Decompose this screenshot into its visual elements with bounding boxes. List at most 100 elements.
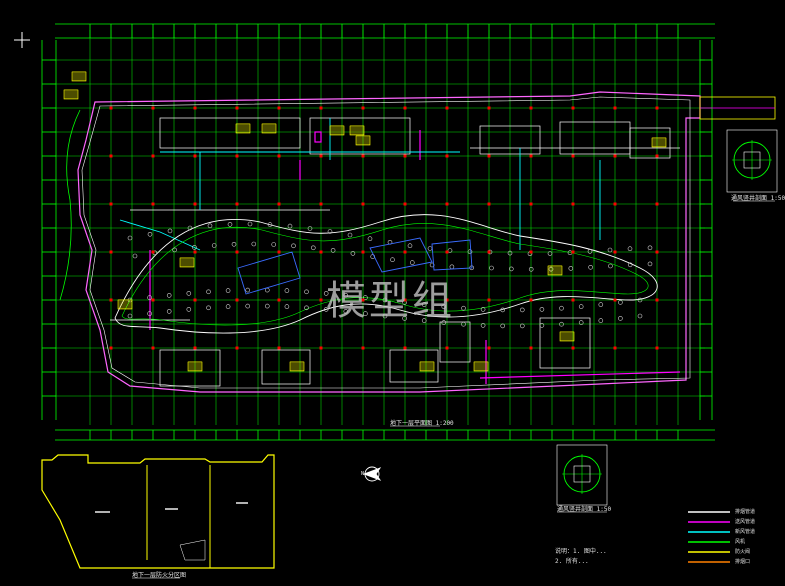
column [235, 346, 239, 350]
spotlight [647, 245, 653, 251]
column [361, 106, 365, 110]
spotlight [166, 309, 172, 314]
spotlight [390, 257, 395, 263]
legend-label: 防火阀 [735, 549, 751, 555]
spotlight [327, 229, 333, 234]
north-label: N [361, 471, 365, 477]
column [529, 154, 533, 158]
spotlight [637, 297, 643, 303]
spotlight [245, 303, 250, 309]
spotlight [227, 222, 233, 227]
spotlight [548, 266, 554, 272]
note-line-2: 2. 所有... [555, 558, 589, 565]
detail-bottom-caption: 通风竖井剖面 1:50 [557, 506, 612, 513]
atrium-outline [114, 214, 658, 334]
column [109, 250, 113, 254]
spotlight [382, 313, 388, 319]
column [277, 346, 281, 350]
stair [349, 125, 365, 136]
column [445, 346, 449, 350]
spotlight [147, 295, 152, 300]
spotlight [225, 288, 231, 293]
spotlight [480, 307, 486, 312]
spotlight [480, 323, 486, 328]
column [277, 154, 281, 158]
spotlight [343, 293, 349, 298]
column [193, 250, 197, 254]
watermark: 模型组 [326, 278, 455, 324]
spotlight [382, 297, 388, 303]
column [445, 106, 449, 110]
spotlight [647, 261, 653, 267]
spotlight [587, 249, 593, 254]
column [571, 346, 575, 350]
axis-grid-vertical [89, 24, 679, 440]
column [319, 298, 323, 302]
stair-frame [261, 123, 277, 134]
column [109, 106, 113, 110]
stair [547, 265, 563, 276]
stair-frame [473, 361, 489, 372]
column [529, 346, 533, 350]
spotlight [127, 313, 133, 319]
spotlight [578, 304, 584, 309]
spotlight [307, 226, 313, 231]
column [571, 298, 575, 302]
spotlight [211, 243, 217, 248]
stair-frame [71, 71, 87, 82]
legend [688, 511, 730, 563]
stair [355, 135, 371, 146]
spotlight [637, 313, 643, 319]
column [571, 202, 575, 206]
spotlight [267, 222, 273, 227]
column [109, 202, 113, 206]
spotlight [402, 316, 407, 321]
stair-frame [117, 299, 133, 310]
column [571, 250, 575, 254]
stair-frame [329, 125, 345, 136]
column [361, 154, 365, 158]
spotlight [507, 250, 513, 256]
column [151, 250, 155, 254]
stair [261, 123, 277, 134]
column [277, 250, 281, 254]
column [529, 298, 533, 302]
spotlight [429, 262, 435, 268]
stair-frame [349, 125, 365, 136]
column [151, 154, 155, 158]
column [571, 106, 575, 110]
spotlight [559, 305, 564, 311]
column [193, 154, 197, 158]
spotlight [323, 307, 329, 312]
stair-frame [559, 331, 575, 342]
column [403, 298, 407, 302]
spotlight [461, 305, 466, 311]
spotlight [578, 320, 584, 325]
spotlight [132, 253, 138, 259]
stair [187, 361, 203, 372]
stair [419, 361, 435, 372]
stair [473, 361, 489, 372]
spotlight [588, 264, 593, 270]
spotlight [500, 323, 506, 329]
column [655, 346, 659, 350]
spotlight [225, 304, 231, 309]
column [445, 154, 449, 158]
column [655, 106, 659, 110]
column [319, 154, 323, 158]
spotlight [291, 243, 296, 249]
spotlight [287, 223, 293, 229]
spotlight [367, 236, 373, 241]
spotlight [343, 309, 349, 314]
column [529, 250, 533, 254]
caption-underlines [132, 200, 775, 579]
column [403, 202, 407, 206]
stair [117, 299, 133, 310]
column [529, 106, 533, 110]
column [487, 250, 491, 254]
column [445, 298, 449, 302]
spotlight [206, 305, 211, 311]
stair-frame [419, 361, 435, 372]
column [487, 106, 491, 110]
